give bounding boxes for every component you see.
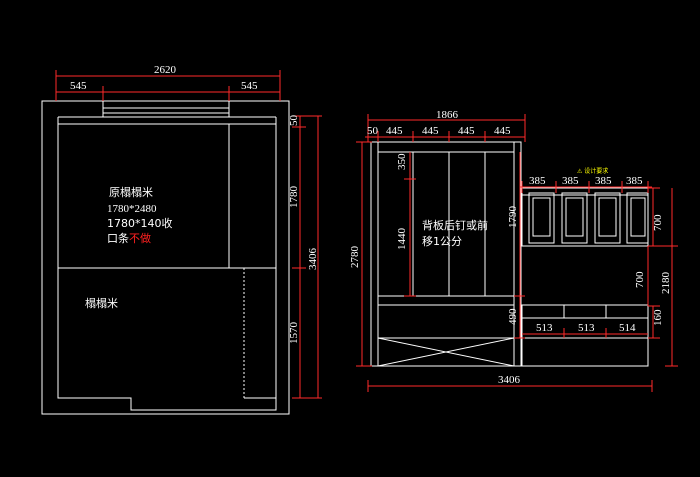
dim-right-h-2180: 2180 [660, 272, 672, 295]
dim-cabinet-385-2: 385 [562, 175, 579, 187]
dim-cabinet-385-1: 385 [529, 175, 546, 187]
dim-right-width-top: 1866 [436, 109, 459, 121]
dim-right-h-2780: 2780 [349, 246, 361, 269]
dim-right-top-445-4: 445 [494, 125, 511, 137]
dim-cabinet-385-3: 385 [595, 175, 612, 187]
dim-drawer-513-1: 513 [536, 322, 553, 334]
dim-left-width-left: 545 [70, 80, 87, 92]
right-notes: 背板后钉或前 移1公分 [422, 218, 488, 248]
dim-left-height-upper: 1780 [288, 186, 300, 209]
note-backboard-2: 移1公分 [422, 235, 462, 248]
dim-left-width-right: 545 [241, 80, 258, 92]
note-original-tatami: 原榻榻米 [109, 185, 153, 199]
dim-drawer-514: 514 [619, 322, 636, 334]
label-tatami: 榻榻米 [85, 296, 118, 310]
left-notes: 原榻榻米 1780*2480 1780*140收 口条不做 榻榻米 [85, 185, 173, 310]
dim-right-h-160: 160 [652, 309, 664, 326]
dim-left-height-top: 50 [288, 115, 300, 127]
note-backboard-1: 背板后钉或前 [422, 218, 488, 232]
note-size-2: 1780*140收 [107, 216, 173, 230]
dim-left-height-total: 3406 [307, 248, 319, 271]
dim-right-h-1440: 1440 [396, 228, 408, 251]
dim-right-h-350: 350 [396, 153, 408, 170]
dim-left-width-total: 2620 [154, 64, 177, 76]
note-trim-line: 口条不做 [107, 231, 151, 245]
dim-right-top-445-2: 445 [422, 125, 439, 137]
note-not-done: 不做 [129, 231, 151, 245]
right-elevation [370, 141, 649, 367]
left-floor-plan [41, 100, 290, 415]
dim-drawer-513-2: 513 [578, 322, 595, 334]
dim-right-h-1790: 1790 [507, 206, 519, 229]
right-dimension-texts: 1866 50 445 445 445 445 350 1440 1790 49… [349, 109, 672, 386]
dim-right-top-50: 50 [367, 125, 379, 137]
dim-cabinet-h-700-lower: 700 [634, 271, 646, 288]
left-dimension-lines [55, 70, 322, 399]
dim-right-top-445-3: 445 [458, 125, 475, 137]
note-size-1: 1780*2480 [107, 203, 157, 215]
note-trim-text: 口条 [107, 231, 129, 245]
left-dimension-texts: 2620 545 545 50 1780 1570 3406 [70, 64, 319, 344]
dim-left-height-lower: 1570 [288, 322, 300, 345]
yellow-tag: ⚠ 设计要求 [577, 167, 608, 175]
dim-cabinet-h-700-upper: 700 [652, 214, 664, 231]
dim-right-width-bottom: 3406 [498, 374, 521, 386]
dim-right-h-490: 490 [507, 308, 519, 325]
dim-cabinet-385-4: 385 [626, 175, 643, 187]
right-dimension-lines [356, 114, 678, 392]
dim-right-top-445-1: 445 [386, 125, 403, 137]
